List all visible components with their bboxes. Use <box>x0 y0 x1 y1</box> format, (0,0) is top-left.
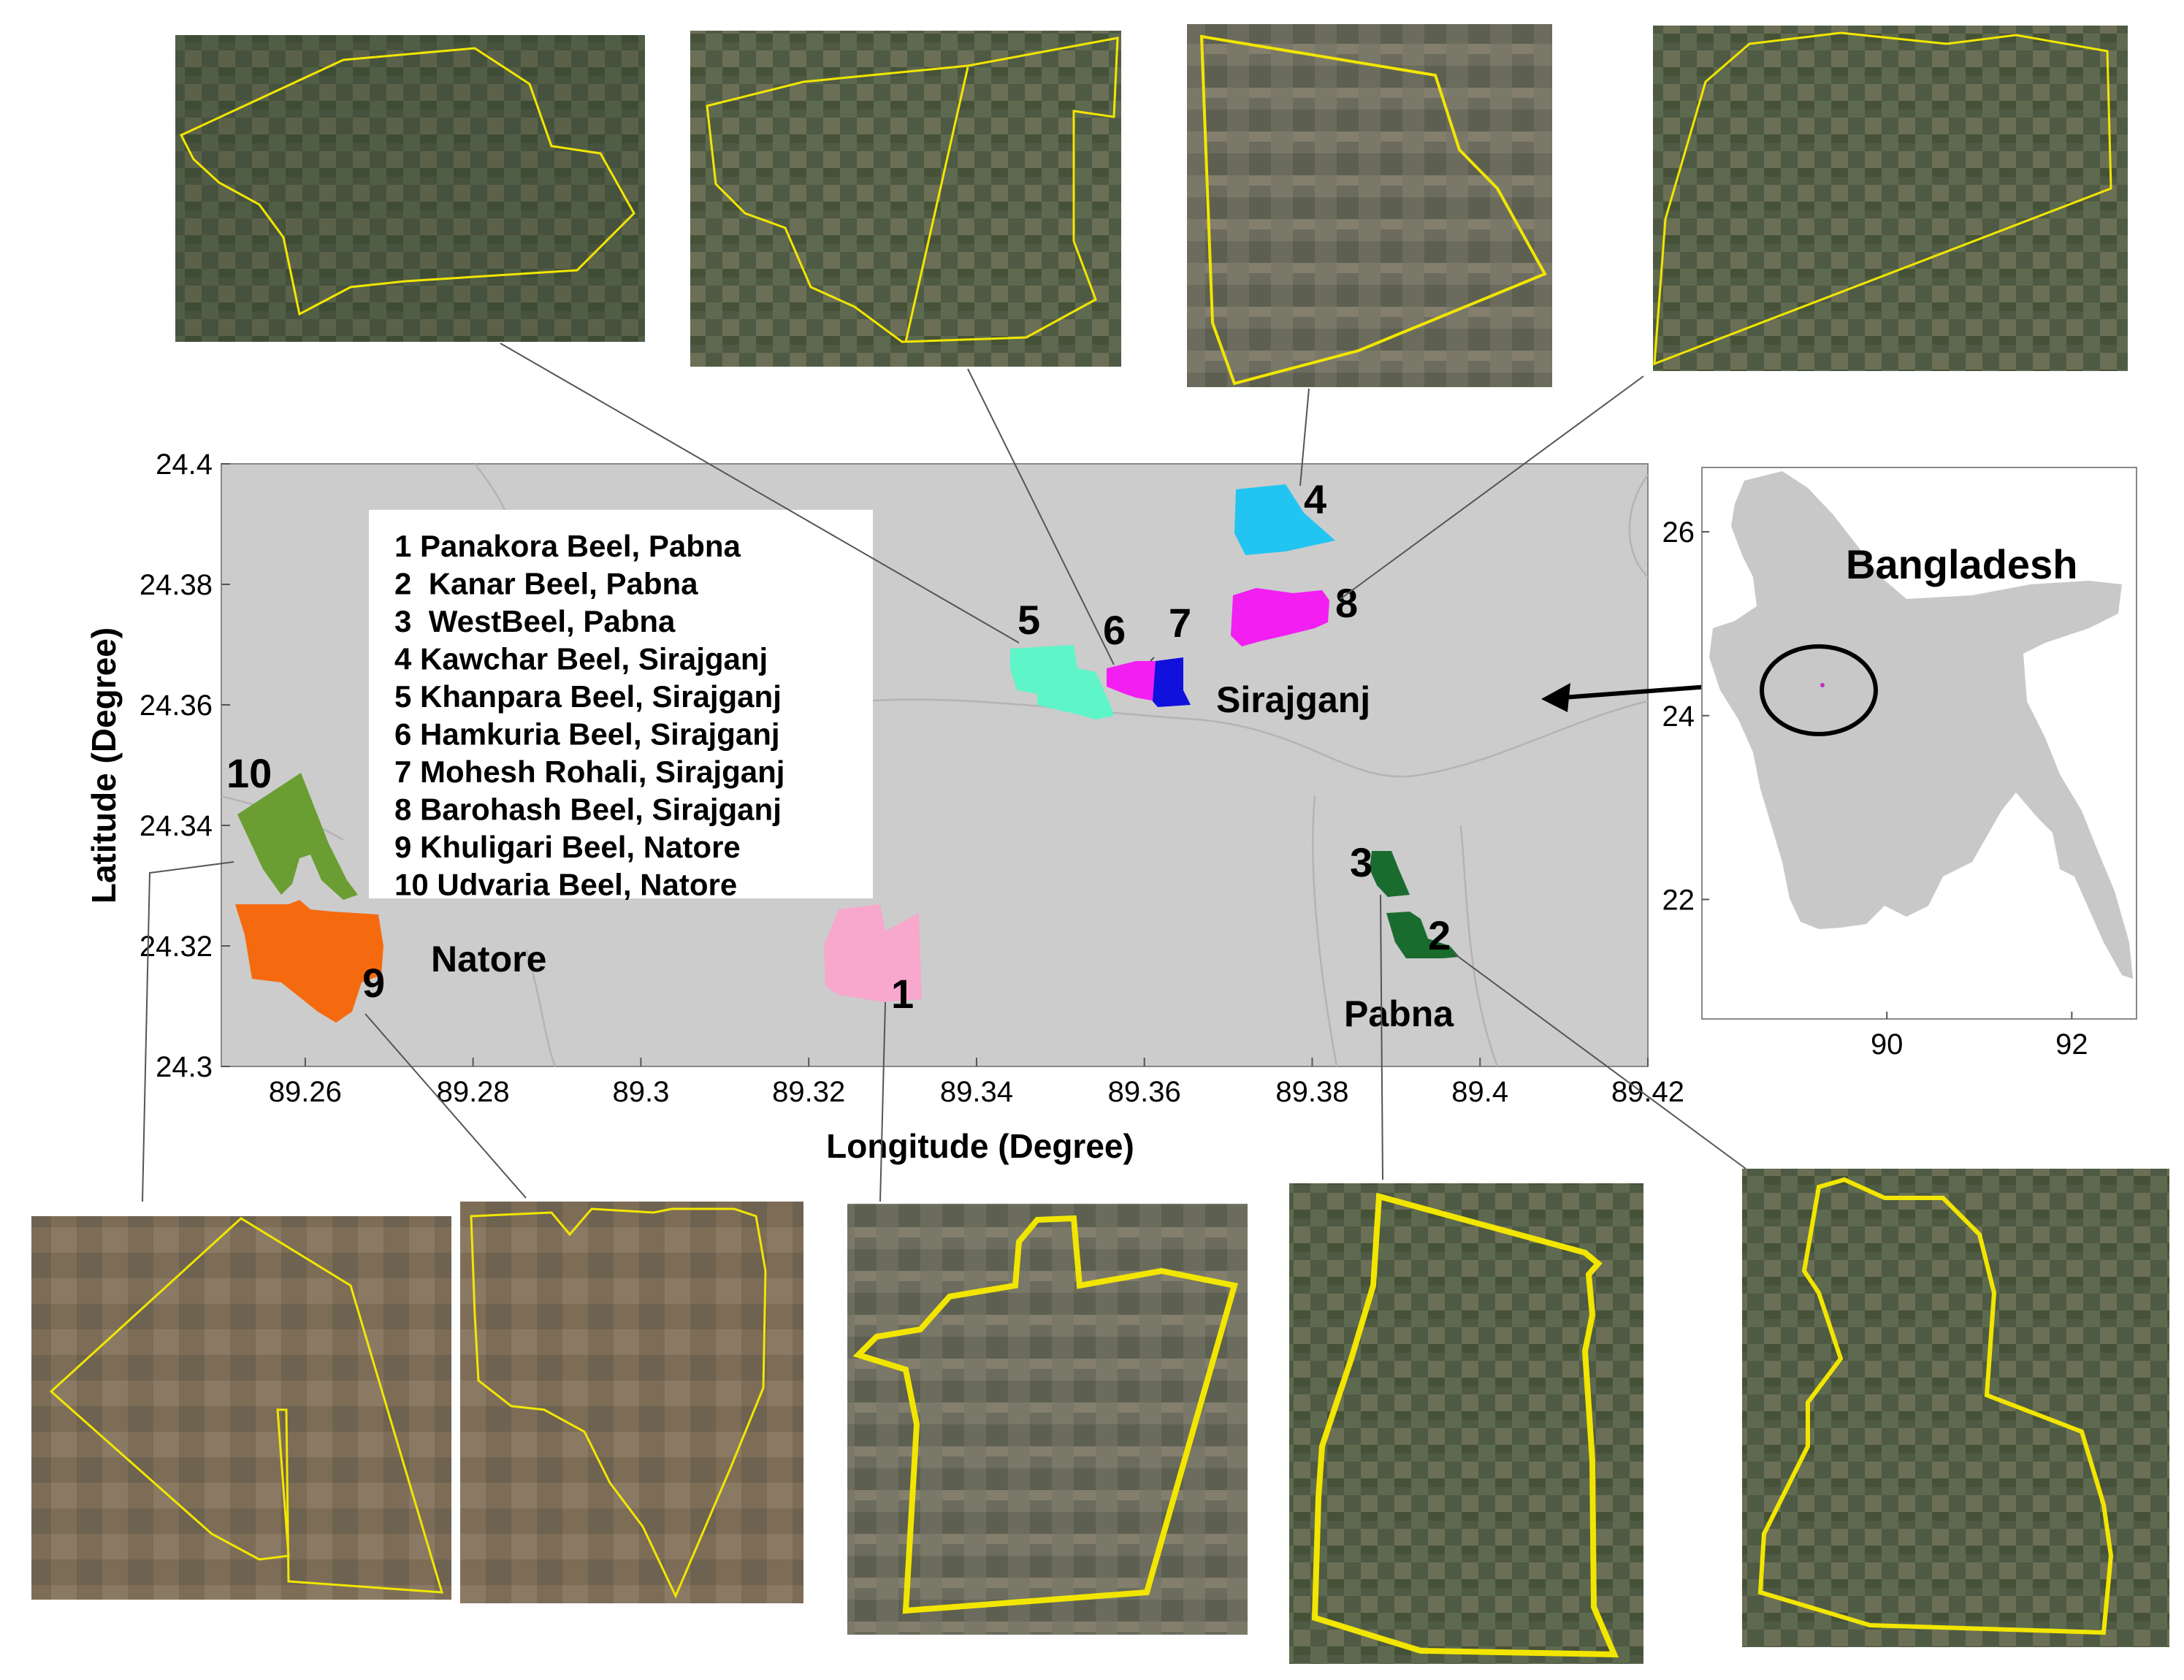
legend-entry: 5 Khanpara Beel, Sirajganj <box>394 679 782 714</box>
inset-x-tick-label: 92 <box>2055 1028 2088 1061</box>
bangladesh-outline <box>1709 471 2133 979</box>
legend-entry: 1 Panakora Beel, Pabna <box>394 529 741 563</box>
connector-9 <box>364 1013 527 1199</box>
y-tick-label: 24.36 <box>140 690 213 722</box>
x-tick-label: 89.28 <box>437 1076 510 1108</box>
beel-6-hamkuria <box>1107 661 1156 701</box>
x-tick-label: 89.26 <box>269 1076 342 1108</box>
x-axis-title: Longitude (Degree) <box>826 1127 1134 1165</box>
beel-10-udvaria <box>237 773 358 900</box>
y-axis-title: Latitude (Degree) <box>85 627 123 904</box>
legend-entry: 3 WestBeel, Pabna <box>394 604 676 638</box>
y-tick-label: 24.3 <box>156 1051 213 1083</box>
beel-number-2: 2 <box>1428 912 1451 958</box>
district-label-natore: Natore <box>431 939 546 980</box>
connector-5 <box>500 343 1020 644</box>
study-area-circle <box>1760 644 1878 736</box>
inset-title: Bangladesh <box>1846 541 2077 587</box>
beel-5-khanpara <box>1010 645 1114 719</box>
satellite-tile-10 <box>31 1216 451 1600</box>
connector-4 <box>1299 388 1310 486</box>
beel-7-mohesh-rohali <box>1153 657 1191 707</box>
x-tick-label: 89.36 <box>1108 1076 1181 1108</box>
connector-3 <box>1380 894 1383 1180</box>
connector-10 <box>142 861 234 1202</box>
beel-1-panakora <box>824 904 922 1002</box>
x-tick-label: 89.38 <box>1275 1076 1348 1108</box>
beel-number-5: 5 <box>1017 597 1040 643</box>
inset-map: Bangladesh 90 92 26 24 22 <box>1662 467 2137 1061</box>
x-tick-label: 89.32 <box>772 1076 845 1108</box>
x-tick-label: 89.3 <box>612 1076 669 1108</box>
legend-entry: 4 Kawchar Beel, Sirajganj <box>394 642 768 676</box>
district-label-pabna: Pabna <box>1344 993 1454 1034</box>
beel-3-westbeel <box>1370 851 1410 897</box>
legend-entry: 2 Kanar Beel, Pabna <box>394 567 698 601</box>
beel-number-9: 9 <box>362 960 385 1006</box>
inset-x-tick-label: 90 <box>1871 1028 1904 1061</box>
y-tick-label: 24.4 <box>156 448 213 481</box>
legend-entry: 7 Mohesh Rohali, Sirajganj <box>394 755 784 789</box>
beel-2-kanar <box>1386 912 1459 958</box>
beel-number-4: 4 <box>1304 476 1326 522</box>
legend: 1 Panakora Beel, Pabna 2 Kanar Beel, Pabn… <box>369 510 873 902</box>
district-boundaries <box>221 463 1649 1067</box>
study-area-marker <box>1820 683 1825 687</box>
x-tick-label: 89.4 <box>1451 1076 1508 1108</box>
beel-8-barohash <box>1231 588 1329 646</box>
legend-entry: 9 Khuligari Beel, Natore <box>394 830 741 864</box>
beel-4-kawchar <box>1234 484 1335 555</box>
inset-x-axis: 90 92 <box>1871 1012 2088 1061</box>
inset-y-tick-label: 26 <box>1662 516 1695 549</box>
beel-number-6: 6 <box>1103 607 1126 653</box>
beel-number-3: 3 <box>1350 839 1372 885</box>
connector-1 <box>879 1001 886 1202</box>
inset-y-tick-label: 24 <box>1662 700 1695 733</box>
connector-lines <box>142 343 1746 1202</box>
satellite-tile-5 <box>175 35 645 342</box>
district-label-sirajganj: Sirajganj <box>1216 679 1370 720</box>
beel-number-8: 8 <box>1335 580 1358 626</box>
inset-y-tick-label: 22 <box>1662 884 1695 916</box>
legend-box <box>369 510 873 898</box>
connector-2 <box>1453 952 1746 1169</box>
beel-number-7: 7 <box>1169 600 1191 646</box>
x-tick-label: 89.34 <box>940 1076 1013 1108</box>
x-tick-label: 89.42 <box>1611 1076 1684 1108</box>
satellite-tile-1 <box>847 1204 1248 1635</box>
beel-9-khuligari <box>235 900 383 1023</box>
legend-entry: 6 Hamkuria Beel, Sirajganj <box>394 717 780 752</box>
y-tick-label: 24.38 <box>140 569 213 601</box>
x-axis: 89.26 89.28 89.3 89.32 89.34 89.36 89.38 89.4 89… <box>269 1058 1684 1108</box>
satellite-tile-4 <box>1187 24 1552 387</box>
satellite-tile-9 <box>460 1202 803 1603</box>
inset-y-axis: 26 24 22 <box>1662 516 1709 916</box>
legend-entry: 8 Barohash Beel, Sirajganj <box>394 793 782 827</box>
connector-6 <box>967 368 1115 665</box>
y-axis: 24.4 24.38 24.36 24.34 24.32 24.3 <box>140 448 230 1083</box>
satellite-tile-2 <box>1742 1169 2169 1647</box>
satellite-tile-6-7 <box>690 31 1121 367</box>
y-tick-label: 24.32 <box>140 931 213 963</box>
y-tick-label: 24.34 <box>140 810 213 842</box>
satellite-tile-3 <box>1289 1183 1643 1664</box>
connector-7 <box>1150 657 1155 662</box>
beel-number-10: 10 <box>226 750 272 796</box>
satellite-tile-8 <box>1653 26 2128 371</box>
connector-8 <box>1340 375 1644 600</box>
legend-entry: 10 Udvaria Beel, Natore <box>394 868 737 902</box>
beel-number-labels: 1 2 3 4 5 6 7 8 9 10 <box>226 476 1451 1017</box>
beel-number-1: 1 <box>891 971 914 1017</box>
